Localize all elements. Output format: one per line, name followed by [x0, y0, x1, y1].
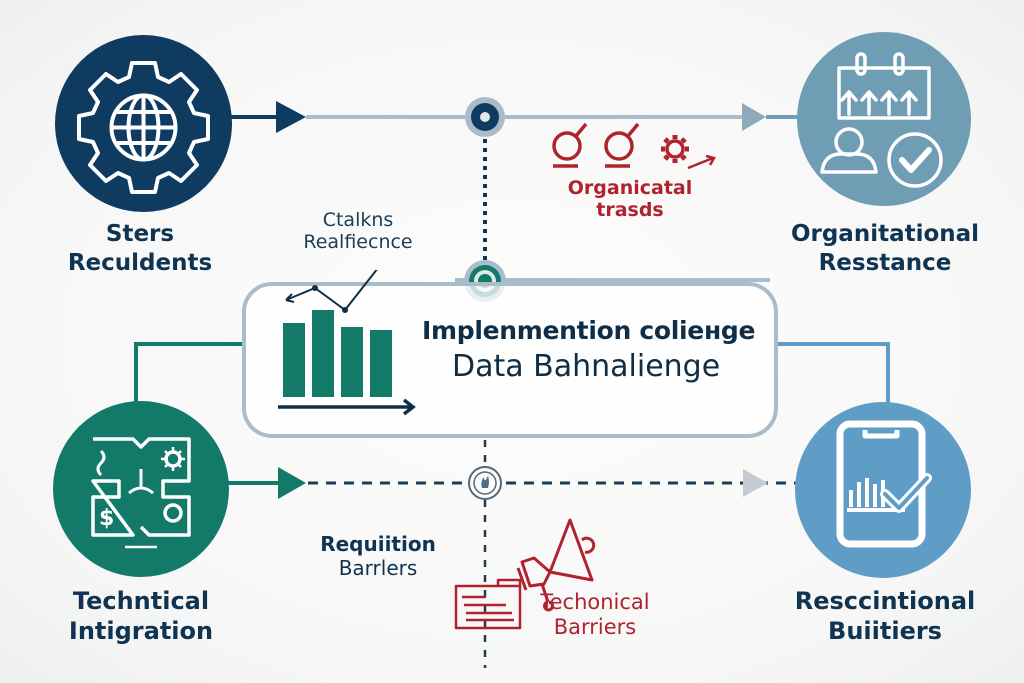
megaphone-folder-icon	[454, 518, 596, 630]
gear-globe-icon	[77, 61, 210, 194]
person-icon	[834, 127, 864, 157]
node-bottom-right[interactable]	[795, 402, 971, 578]
svg-text:$: $	[99, 506, 114, 531]
center-title: Implenmention coliенge Data Bahnalienge	[422, 316, 762, 384]
flame-icon	[481, 476, 489, 488]
annotation-technical-line1: Techonical	[540, 590, 650, 614]
label-bottom-right-line1: Resccintional	[794, 587, 976, 615]
chart-caption-line1: Ctalkns	[322, 209, 394, 231]
phone-chart-check-icon	[836, 420, 932, 548]
label-bottom-right-line2: Buiitiers	[828, 617, 942, 645]
arrow-head-top-right	[742, 103, 766, 131]
label-top-left: Sters Reculdents	[40, 220, 240, 278]
annotation-technical-line2: Barriers	[553, 615, 637, 640]
circuit-integration-icon: $	[91, 437, 191, 549]
center-title-line1: Implenmention coliенge	[422, 316, 756, 345]
chart-bar-3	[341, 327, 363, 397]
chart-bar-2	[312, 310, 334, 397]
label-top-left-line2: Reculdents	[67, 249, 213, 276]
chart-caption-line2: Realfiecnce	[303, 230, 413, 253]
junction-top[interactable]	[463, 95, 507, 139]
calendar-person-check-icon	[820, 52, 943, 188]
chart-caption: Ctalkns Realfiecnce	[268, 209, 448, 254]
annotation-technical-barriers: Techonical Barriers	[520, 590, 670, 640]
center-title-line2: Data Bahnalienge	[452, 349, 721, 384]
label-top-right-line1: Organitational	[790, 221, 980, 247]
node-bottom-left[interactable]: $	[53, 401, 229, 577]
megaphone-icon	[516, 518, 596, 612]
label-top-right: Organitational Resstance	[770, 220, 1000, 278]
node-top-right[interactable]	[797, 32, 971, 206]
chart-axis-arrow	[278, 398, 416, 416]
arrow-head-top-left	[276, 101, 306, 133]
junction-bottom[interactable]	[467, 465, 503, 501]
check-circle-icon	[887, 132, 943, 188]
chart-bar-4	[370, 330, 392, 397]
label-bottom-right: Resccintional Buiitiers	[770, 586, 1000, 646]
label-top-right-line2: Resstance	[818, 249, 952, 276]
trend-line	[285, 270, 378, 311]
label-top-left-line1: Sters	[105, 221, 175, 247]
label-bottom-left-line1: Techntical	[72, 587, 210, 615]
label-bottom-left-line2: Intigration	[68, 617, 214, 645]
annotation-top-center: Organicatal trasds	[540, 177, 720, 222]
annotation-top-center-line2: trasds	[596, 198, 664, 221]
annotation-top-center-line1: Organicatal	[567, 177, 693, 199]
bar-chart-icon	[278, 270, 416, 416]
annotation-requisition-line1: Requiition	[320, 532, 436, 556]
search-gear-icon	[552, 122, 716, 170]
annotation-requisition-barriers: Requiition Barrlers	[298, 532, 458, 580]
chart-bar-1	[283, 323, 305, 397]
annotation-requisition-line2: Barrlers	[338, 556, 418, 580]
arrow-head-bottom-left	[278, 467, 306, 499]
label-bottom-left: Techntical Intigration	[30, 586, 252, 646]
arrow-head-bottom-right	[743, 469, 768, 497]
folder-icon	[454, 584, 522, 630]
node-top-left[interactable]	[55, 35, 232, 212]
calendar-icon	[837, 66, 931, 120]
